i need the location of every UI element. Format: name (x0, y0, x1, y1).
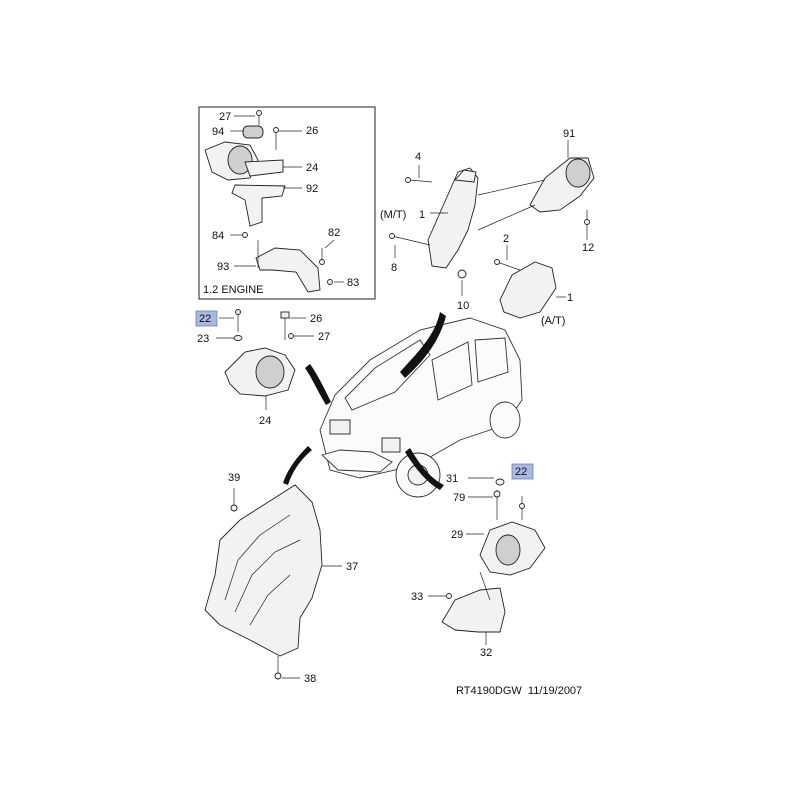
callout-94: 94 (212, 126, 224, 138)
callout-92: 92 (306, 183, 318, 195)
callout-1b: 1 (567, 292, 573, 304)
callout-8: 8 (391, 262, 397, 274)
transmission-mount-right-group (428, 463, 546, 645)
engine-mount-left-group (195, 309, 314, 410)
callout-39: 39 (228, 472, 240, 484)
transmission-mount-group (389, 140, 595, 319)
callout-22b: 22 (515, 466, 527, 478)
callout-24b: 24 (259, 415, 271, 427)
inset-engine-box (198, 106, 376, 300)
callout-26a: 26 (306, 125, 318, 137)
callout-4: 4 (415, 151, 421, 163)
callout-84: 84 (212, 230, 224, 242)
callout-24a: 24 (306, 162, 318, 174)
callout-10: 10 (457, 300, 469, 312)
mt-label: (M/T) (380, 209, 406, 221)
callout-93: 93 (217, 261, 229, 273)
callout-79: 79 (453, 492, 465, 504)
callout-23: 23 (197, 333, 209, 345)
callout-29: 29 (451, 529, 463, 541)
callout-33: 33 (411, 591, 423, 603)
callout-31: 31 (446, 473, 458, 485)
splash-shield-group (204, 484, 342, 680)
callout-32: 32 (480, 647, 492, 659)
callout-22a: 22 (199, 313, 211, 325)
callout-38: 38 (304, 673, 316, 685)
callout-22a-highlight (195, 310, 218, 327)
callout-22b-highlight (511, 463, 534, 480)
callout-27a: 27 (219, 111, 231, 123)
callout-27b: 27 (318, 331, 330, 343)
callout-12: 12 (582, 242, 594, 254)
callout-2: 2 (503, 233, 509, 245)
callout-37: 37 (346, 561, 358, 573)
callout-82: 82 (328, 227, 340, 239)
drawing-reference: RT4190DGW 11/19/2007 (456, 685, 582, 697)
callout-26b: 26 (310, 313, 322, 325)
callout-83: 83 (347, 277, 359, 289)
callout-1a: 1 (419, 209, 425, 221)
car-illustration (283, 312, 523, 498)
inset-engine-label: 1.2 ENGINE (203, 284, 264, 296)
callout-91: 91 (563, 128, 575, 140)
at-label: (A/T) (541, 315, 565, 327)
